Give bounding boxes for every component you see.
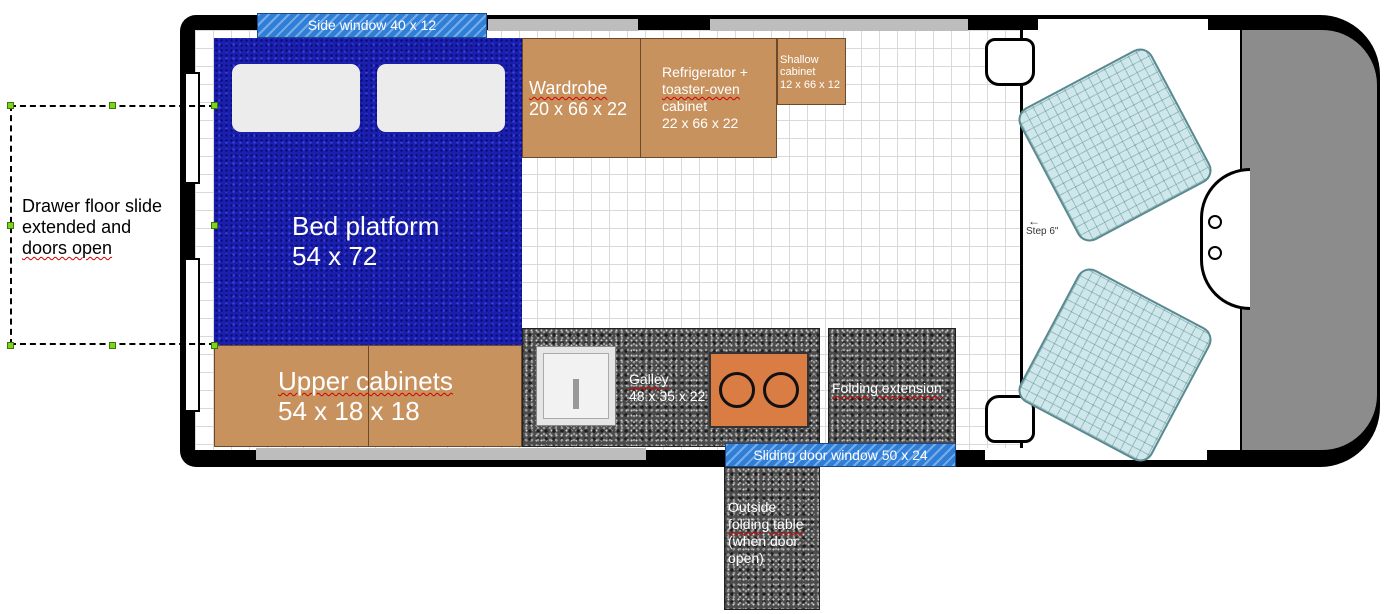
selection-handle[interactable] [7, 222, 14, 229]
cab-window-top [1038, 19, 1208, 31]
outside-table-label-1: Outside [728, 499, 777, 515]
selection-handle[interactable] [7, 342, 14, 349]
galley-label: Galley [629, 371, 669, 387]
side-window: Side window 40 x 12 [257, 13, 487, 38]
outside-table-label-2: folding table [728, 516, 804, 532]
selection-handle[interactable] [109, 102, 116, 109]
selection-handle[interactable] [109, 342, 116, 349]
pillow-right [377, 64, 505, 132]
cup-holder-icon [1208, 246, 1222, 260]
sink-icon [536, 346, 616, 426]
top-wall-panel [710, 19, 968, 31]
folding-extension [828, 328, 956, 447]
outside-folding-table [724, 467, 820, 610]
drawer-label-1: Drawer floor slide [22, 196, 163, 216]
stove-icon [709, 352, 809, 428]
top-wall-panel [488, 19, 638, 31]
burner-icon [763, 372, 799, 408]
rear-door-left [184, 72, 200, 184]
fridge-label-1: Refrigerator + [662, 64, 748, 80]
bottom-wall-panel [256, 448, 646, 460]
cab-step-top [985, 38, 1035, 86]
fridge-cabinet [640, 38, 777, 158]
selection-handle[interactable] [211, 342, 218, 349]
selection-handle[interactable] [7, 102, 14, 109]
upper-cabinets-dims: 54 x 18 x 18 [278, 396, 420, 426]
outside-table-label-3: (when door [728, 533, 799, 549]
galley-dims: 48 x 35 x 22 [629, 388, 706, 404]
faucet-icon [573, 379, 579, 409]
bed-label: Bed platform [292, 211, 440, 241]
fridge-label-3: cabinet [662, 98, 708, 114]
drawer-label-2: extended and [22, 217, 132, 237]
van-nose [1240, 30, 1377, 450]
outside-table-label-4: open) [728, 550, 764, 566]
burner-icon [719, 372, 755, 408]
shallow-label-2: cabinet [780, 66, 816, 78]
wardrobe [522, 38, 641, 158]
sliding-door-window: Sliding door window 50 x 24 [725, 443, 956, 467]
upper-cabinets-label: Upper cabinets [278, 366, 453, 396]
bed-dims: 54 x 72 [292, 241, 378, 271]
step-label: Step 6" [1026, 226, 1059, 237]
cab-window-bottom [985, 448, 1207, 460]
rear-door-right [184, 258, 200, 412]
shallow-label-1: Shallow [780, 54, 819, 66]
fridge-label-2: toaster-oven [662, 81, 740, 97]
fridge-dims: 22 x 66 x 22 [662, 115, 739, 131]
wardrobe-dims: 20 x 66 x 22 [529, 99, 628, 119]
wardrobe-label: Wardrobe [529, 78, 608, 98]
step-arrow-icon: ← [1028, 214, 1040, 228]
shallow-dims: 12 x 66 x 12 [780, 79, 840, 91]
shallow-cabinet [777, 38, 846, 105]
folding-extension-label: Folding extension [832, 380, 942, 396]
cup-holder-icon [1208, 215, 1222, 229]
selection-handle[interactable] [211, 222, 218, 229]
pillow-left [232, 64, 360, 132]
drawer-label-3: doors open [22, 238, 113, 258]
selection-handle[interactable] [211, 102, 218, 109]
upper-cabinet-right [368, 345, 522, 447]
